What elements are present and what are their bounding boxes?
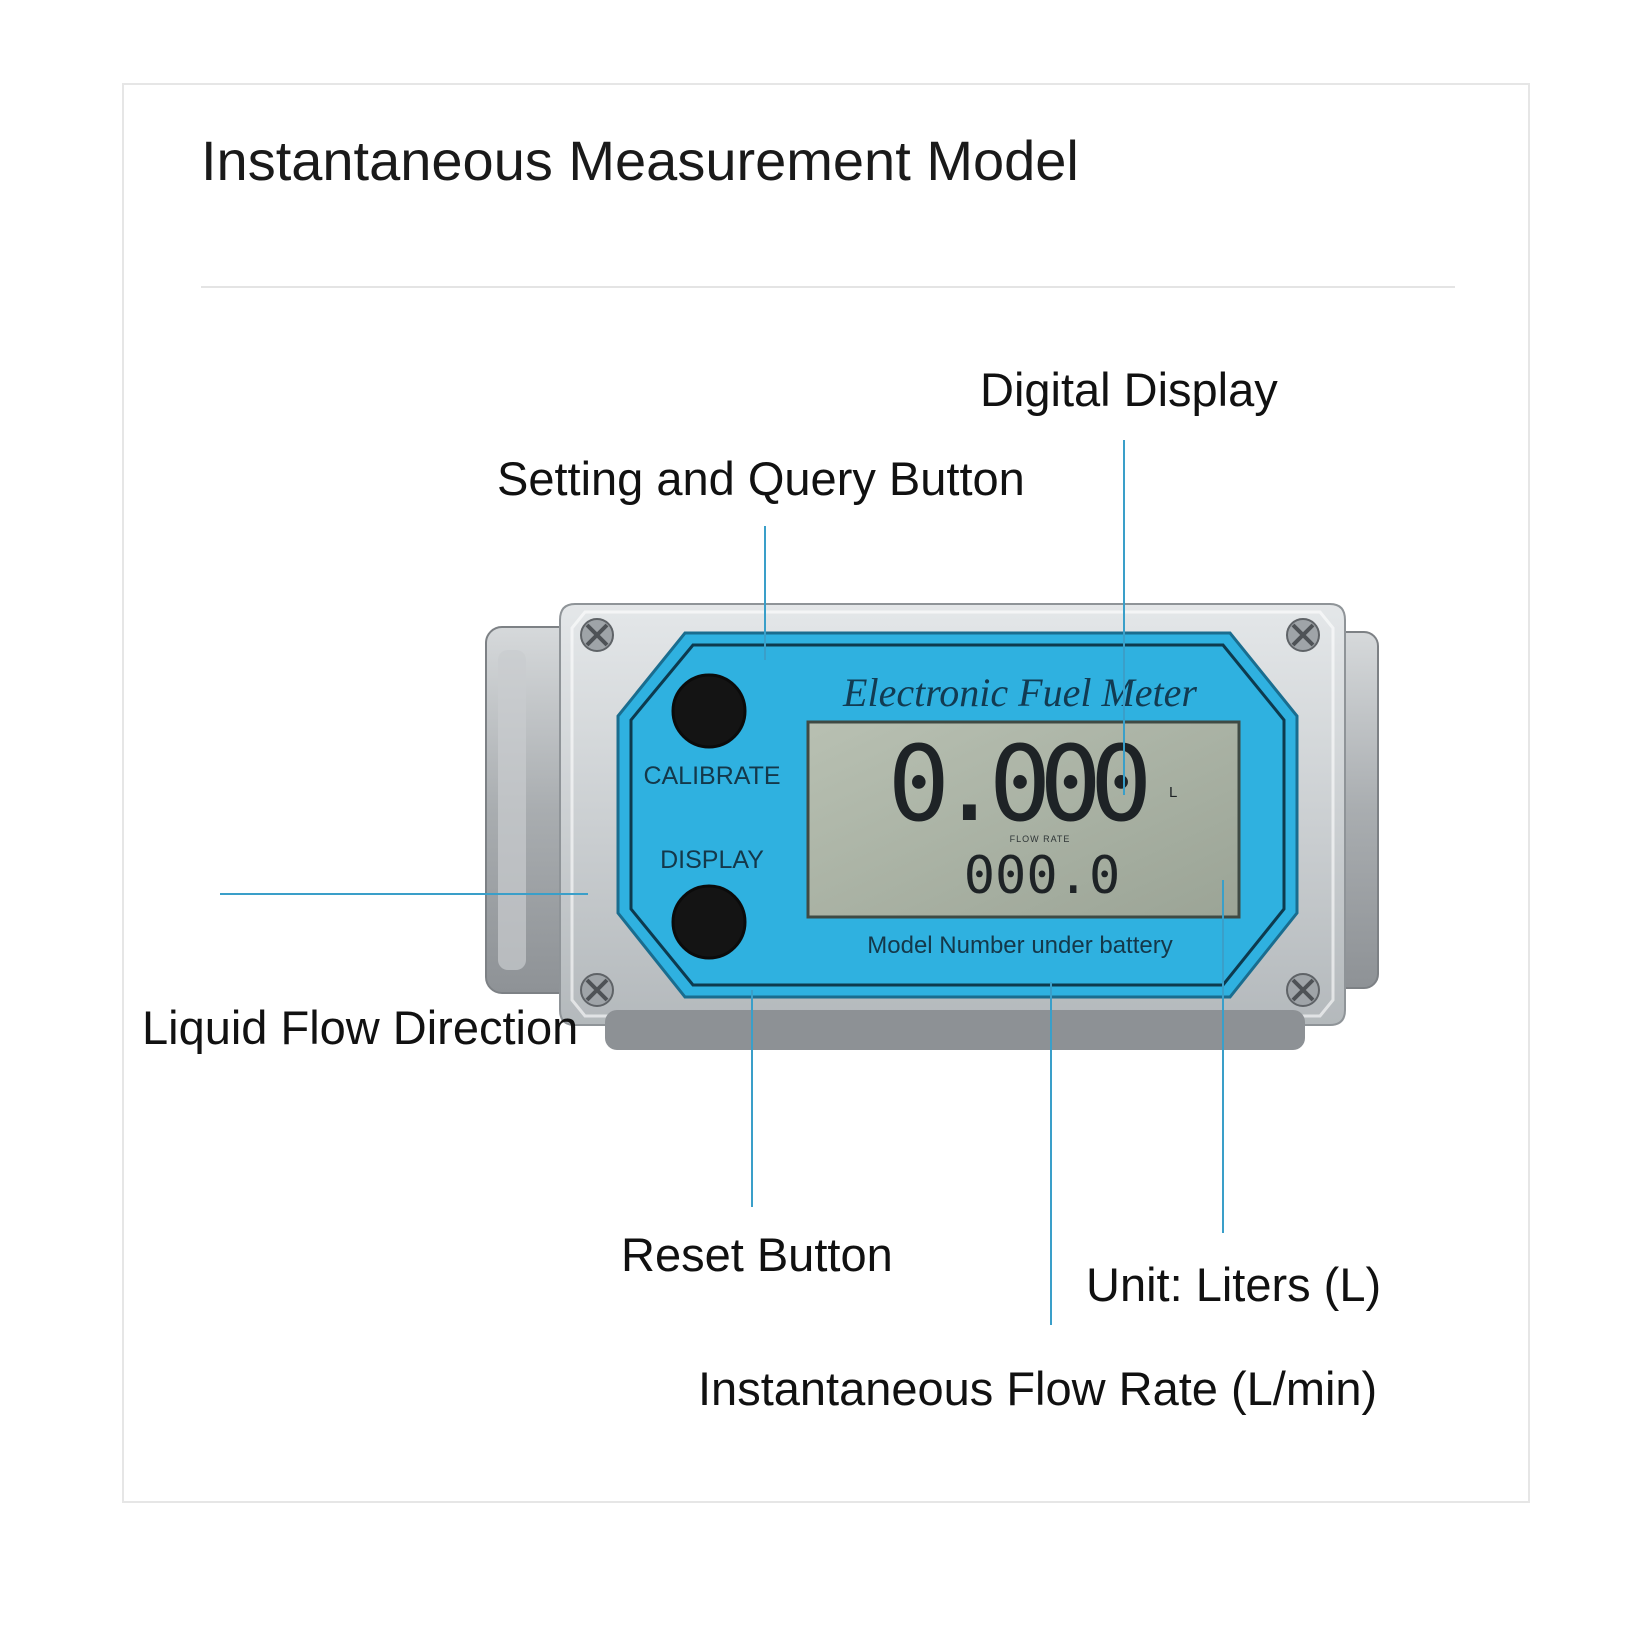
screw-icon xyxy=(580,618,614,652)
setting-query-button[interactable] xyxy=(671,673,747,749)
brand-label: Electronic Fuel Meter xyxy=(842,670,1197,715)
callout-unit: Unit: Liters (L) xyxy=(1086,1258,1382,1311)
total-volume-reading: 0.000 xyxy=(888,723,1153,845)
callout-leader-lines xyxy=(220,440,1224,1325)
flow-rate-caption: FLOW RATE xyxy=(1010,834,1071,844)
calibrate-label: CALIBRATE xyxy=(643,762,780,790)
callout-digital-display: Digital Display xyxy=(980,363,1278,416)
model-number-note: Model Number under battery xyxy=(867,932,1172,959)
screw-icon xyxy=(580,973,614,1007)
flow-rate-reading: 000.0 xyxy=(964,846,1121,906)
content-frame xyxy=(122,83,1530,1503)
page-title: Instantaneous Measurement Model xyxy=(201,129,1079,192)
callout-liquid-flow-direction: Liquid Flow Direction xyxy=(142,1001,579,1054)
screw-icon xyxy=(1286,973,1320,1007)
callout-reset-button: Reset Button xyxy=(621,1228,893,1281)
callout-setting-query-button: Setting and Query Button xyxy=(497,452,1025,505)
callout-flow-rate: Instantaneous Flow Rate (L/min) xyxy=(698,1362,1378,1415)
total-unit-label: L xyxy=(1169,784,1177,801)
title-divider xyxy=(201,286,1455,288)
reset-button[interactable] xyxy=(671,884,747,960)
digital-display xyxy=(806,720,1241,919)
display-label: DISPLAY xyxy=(660,846,764,874)
screw-icon xyxy=(1286,618,1320,652)
